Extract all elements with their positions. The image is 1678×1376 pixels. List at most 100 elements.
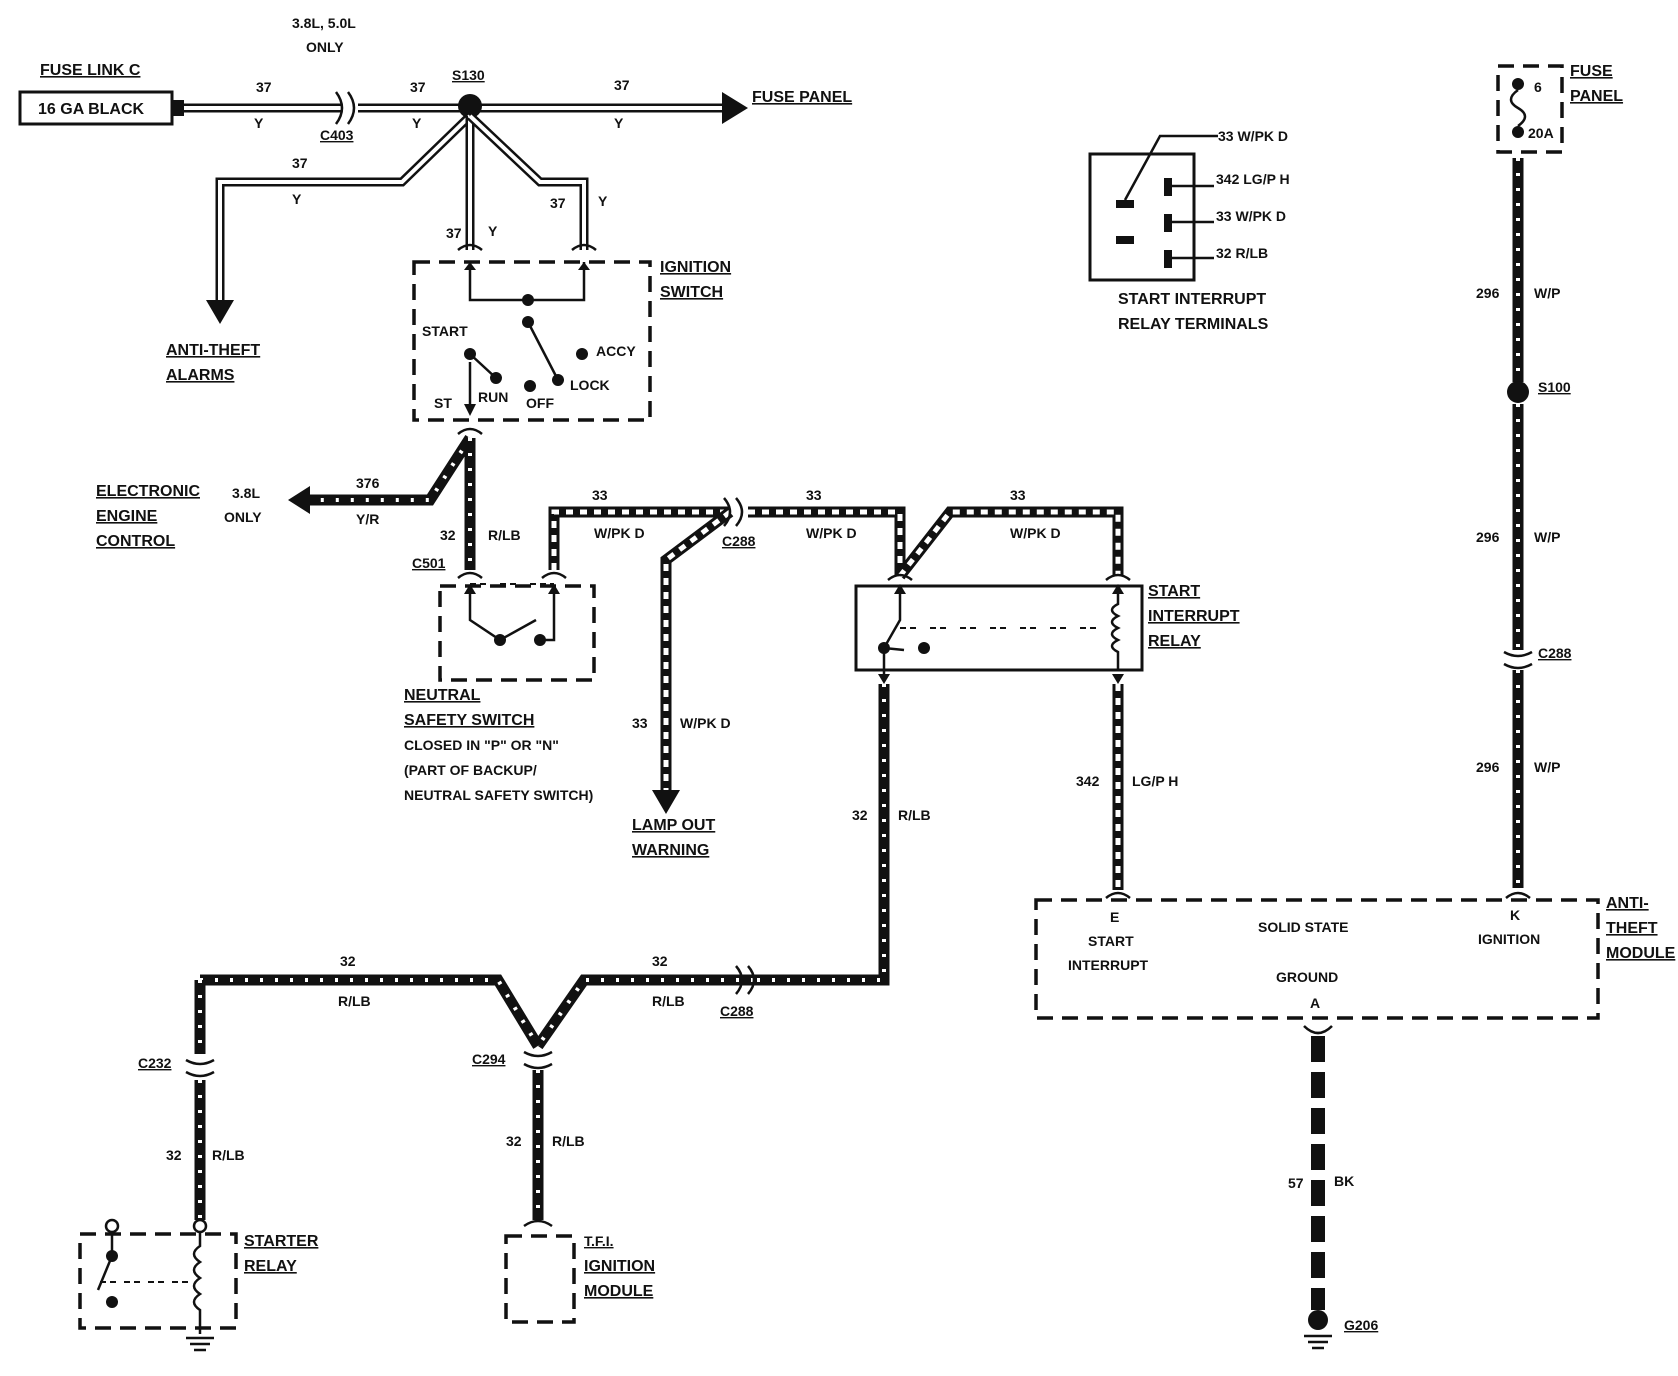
wire-33-lamp-color: W/PK D [680, 715, 731, 731]
wire-33 [548, 506, 1124, 814]
c288-right-connector [1503, 650, 1533, 670]
start-interrupt-relay [854, 573, 1144, 684]
wire-37-color: Y [254, 115, 264, 131]
fuse-panel-box [1496, 64, 1564, 154]
wire-33-lamp-num: 33 [632, 715, 648, 731]
s130-branches [206, 112, 589, 324]
c288-right-label: C288 [1538, 645, 1572, 661]
wire-37-accy-num: 37 [550, 195, 566, 211]
relay-terminals-box [1088, 152, 1196, 282]
c288-connector [723, 497, 744, 527]
wire-32-bottom-color-2: R/LB [652, 993, 685, 1009]
ignition-switch [412, 243, 652, 435]
wire-32-st-color: R/LB [488, 527, 521, 543]
s100-splice [1507, 381, 1529, 403]
module-pin-a: A [1310, 995, 1320, 1011]
fuse-link-end [172, 100, 184, 116]
eec-label-3: CONTROL [96, 533, 175, 550]
wire-32-st-num: 32 [440, 527, 456, 543]
anti-theft-module [1034, 898, 1600, 1020]
relay-terminals-label-1: START INTERRUPT [1118, 291, 1266, 308]
eec-label-1: ELECTRONIC [96, 483, 200, 500]
fuse-panel-arrow-label: FUSE PANEL [752, 89, 852, 106]
wire-33-color-2: W/PK D [806, 525, 857, 541]
c501-label: C501 [412, 555, 446, 571]
fuse-6: 6 [1534, 79, 1542, 95]
wire-57-color: BK [1334, 1173, 1354, 1189]
eec-label-2: ENGINE [96, 508, 158, 525]
wire-296-color-2: W/P [1534, 529, 1560, 545]
wire-37-color-2: Y [412, 115, 422, 131]
c288-label: C288 [722, 533, 756, 549]
wire-376 [288, 435, 475, 514]
wire-296-num-3: 296 [1476, 759, 1500, 775]
fuse-20a: 20A [1528, 125, 1554, 141]
sir-label-1: START [1148, 583, 1200, 600]
lock-pos-label: LOCK [570, 377, 610, 393]
fuse-link-box-label: 16 GA BLACK [38, 101, 145, 118]
wire-33-num-3: 33 [1010, 487, 1026, 503]
wire-32-bottom-num-2: 32 [652, 953, 668, 969]
wire-376-color: Y/R [356, 511, 379, 527]
fuse-link-c: 16 GA BLACK FUSE LINK C [18, 62, 184, 126]
wire-296-num-1: 296 [1476, 285, 1500, 301]
c294-label: C294 [472, 1051, 506, 1067]
wire-32-relay [754, 684, 890, 986]
switch-label: SWITCH [660, 284, 723, 301]
safety-switch-label: SAFETY SWITCH [404, 712, 534, 729]
term-32: 32 R/LB [1216, 245, 1268, 261]
fuse-panel-label-2: PANEL [1570, 88, 1623, 105]
wire-342-color: LG/P H [1132, 773, 1178, 789]
c288-bottom-label: C288 [720, 1003, 754, 1019]
wire-32-bottom-num-1: 32 [340, 953, 356, 969]
wire-37-alarm-color: Y [292, 191, 302, 207]
anti-theft-alarm-arrow [206, 300, 234, 324]
c403-label: C403 [320, 127, 354, 143]
wire-32-tfi-color: R/LB [552, 1133, 585, 1149]
module-start: START [1088, 933, 1134, 949]
tfi-label-2: IGNITION [584, 1258, 655, 1275]
s100-label: S100 [1538, 379, 1571, 395]
starter-ground-icon [186, 1336, 214, 1352]
engines-only-label: 3.8L, 5.0L [292, 15, 356, 31]
wire-296-color-3: W/P [1534, 759, 1560, 775]
module-ignition: IGNITION [1478, 931, 1540, 947]
starter-relay-box [78, 1232, 238, 1330]
wire-32-bottom-color-1: R/LB [338, 993, 371, 1009]
fuse-link-box [18, 90, 174, 126]
wire-37-num: 37 [256, 79, 272, 95]
anti-theft-module-label-1: ANTI- [1606, 895, 1649, 912]
wire-37-alarm-num: 37 [292, 155, 308, 171]
wire-37-accy-color: Y [598, 193, 608, 209]
ignition-switch-box [412, 260, 652, 422]
tfi-label-1: T.F.I. [584, 1233, 614, 1249]
fuse-panel-right [1496, 64, 1564, 154]
term-33b: 33 W/PK D [1216, 208, 1286, 224]
relay-label: RELAY [244, 1258, 297, 1275]
anti-theft-alarms-label-2: ALARMS [166, 367, 235, 384]
wire-37-top [184, 92, 748, 124]
module-solid-state: SOLID STATE [1258, 919, 1348, 935]
wire-33-color-3: W/PK D [1010, 525, 1061, 541]
relay-terminals-label-2: RELAY TERMINALS [1118, 316, 1269, 333]
tfi-box [504, 1234, 576, 1324]
wire-376-num: 376 [356, 475, 380, 491]
wire-32-tfi-num: 32 [506, 1133, 522, 1149]
wire-32-starter-num: 32 [166, 1147, 182, 1163]
wire-37-num-3: 37 [614, 77, 630, 93]
wire-32-bottom [194, 974, 754, 1220]
lamp-out-label: LAMP OUT [632, 817, 715, 834]
wire-57-num: 57 [1288, 1175, 1304, 1191]
anti-theft-module-label-3: MODULE [1606, 945, 1676, 962]
sir-label-3: RELAY [1148, 633, 1201, 650]
sir-label-2: INTERRUPT [1148, 608, 1240, 625]
eec-only: ONLY [224, 509, 262, 525]
wire-342 [1105, 684, 1131, 899]
s130-splice [458, 94, 482, 118]
starter-label: STARTER [244, 1233, 319, 1250]
starter-relay [78, 1218, 238, 1352]
tfi-label-3: MODULE [584, 1283, 654, 1300]
relay-terminals [1088, 134, 1218, 282]
wire-57 [1303, 1025, 1333, 1350]
g206-ground-icon [1304, 1334, 1332, 1350]
